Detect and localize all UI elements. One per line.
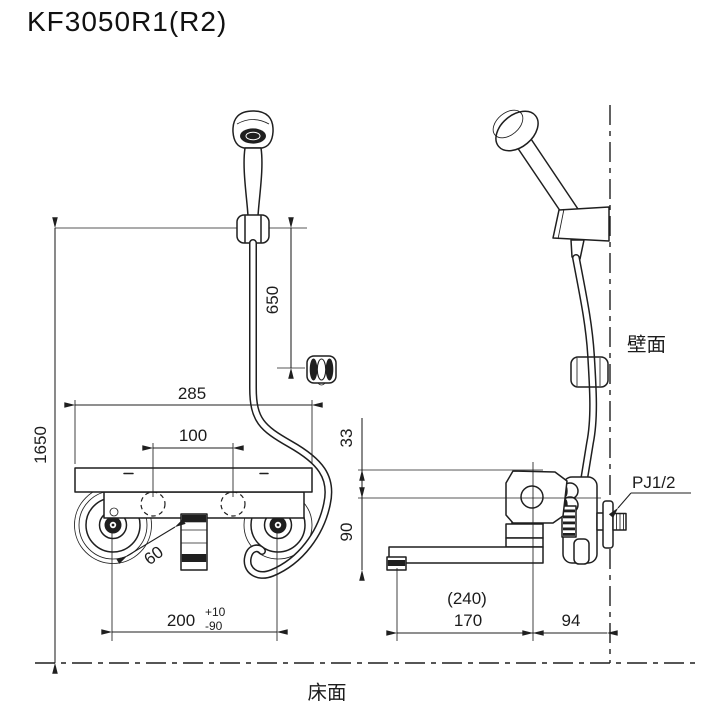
dim-hole-pitch-label: 100 [179,426,207,445]
front-screw [109,507,119,517]
dim-wall-to-center: 94 [522,611,618,636]
side-lower-stub [573,538,590,565]
pipe-thread-label: PJ1/2 [632,473,675,492]
side-view [358,109,627,641]
dim-body-width-label: 285 [178,384,206,403]
dim-spout-reach-label: 170 [454,611,482,630]
dim-supply-pitch: 200 +10 -90 [101,531,288,641]
side-wall-flange [602,500,614,549]
dim-hose-drop: 650 [263,217,305,379]
side-handle-knob [505,470,568,524]
floor-label: 床面 [307,682,346,704]
dim-spout-reach: (240) 170 [386,568,544,641]
side-pipe-thread [612,512,627,531]
side-head-bracket [552,206,610,242]
side-shower-hose [572,254,598,484]
side-body-column [561,476,627,565]
reference-lines [35,105,697,664]
front-hose-outlet [180,513,208,571]
front-right-handle [243,490,313,560]
side-center-lines [358,462,601,641]
front-shower-hose [243,239,333,579]
dim-wall-to-center-label: 94 [562,611,581,630]
dim-body-width: 285 [64,384,323,464]
page-title: KF3050R1(R2) [27,6,228,37]
dim-hose-drop-label: 650 [263,286,282,314]
wall-label: 壁面 [627,334,666,356]
dim-supply-pitch-label: 200 [167,611,195,630]
dim-supply-pitch-tol-lower: -90 [205,619,223,633]
front-hose-hook [306,355,337,386]
dimensions: 1650 650 285 100 [31,217,691,674]
dim-center-to-top: 33 [337,418,365,498]
dim-center-to-spout: 90 [337,487,365,581]
pipe-thread-callout: PJ1/2 [608,473,691,518]
side-hose-hook [570,356,609,388]
dim-hole-pitch: 100 [142,426,244,497]
front-view [74,110,337,579]
dim-supply-pitch-tol-upper: +10 [205,605,226,619]
front-shower-head [232,110,274,244]
dim-overall-height: 1650 [31,217,58,674]
dim-handle-diameter-label: 60 [140,542,167,569]
dim-center-to-spout-label: 90 [337,523,356,542]
dim-spout-reach-ref-label: (240) [447,589,487,608]
dim-center-to-top-label: 33 [337,429,356,448]
front-body-bar [74,467,313,493]
dim-overall-height-label: 1650 [31,426,50,464]
